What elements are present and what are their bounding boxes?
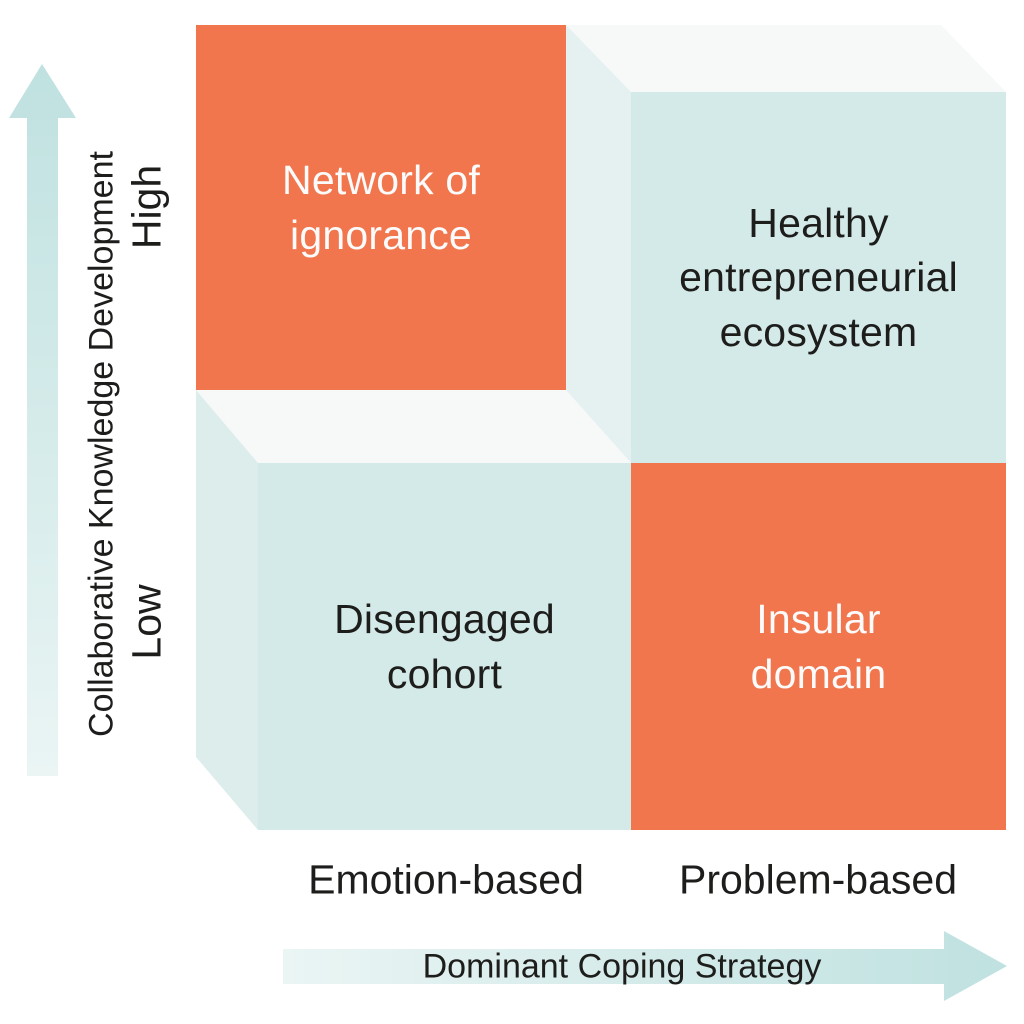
y-axis-tick-high: High: [123, 164, 170, 250]
label-line: Insular: [756, 595, 881, 642]
quadrant-bottom-left-label: Disengaged cohort: [258, 463, 631, 830]
label-line: entrepreneurial: [679, 254, 958, 301]
step-wall-left-icon: [196, 390, 258, 830]
quadrant-top-left-label: Network of ignorance: [196, 25, 566, 390]
x-axis-title: Dominant Coping Strategy: [422, 947, 822, 986]
y-axis-tick-low: Low: [123, 584, 170, 660]
x-axis-tick-emotion-based: Emotion-based: [308, 856, 584, 903]
label-line: ignorance: [290, 211, 472, 258]
step-wall-right-icon: [566, 25, 631, 463]
step-floor-face: [196, 390, 631, 463]
label-line: cohort: [386, 650, 503, 697]
x-axis-tick-problem-based: Problem-based: [678, 856, 958, 903]
quadrant-top-left-face: [196, 25, 566, 390]
label-line: Healthy: [748, 199, 889, 246]
quadrant-bottom-right-face: [631, 463, 1006, 830]
x-axis-arrow-icon: [283, 931, 1007, 1001]
label-line: Network of: [282, 156, 480, 203]
label-line: Disengaged: [334, 595, 555, 642]
label-line: domain: [750, 650, 887, 697]
y-axis-title: Collaborative Knowledge Development: [82, 151, 121, 737]
y-axis-arrow-icon: [9, 64, 76, 776]
quadrant-bottom-right-label: Insular domain: [631, 463, 1006, 830]
quadrant-top-right-face: [631, 92, 1006, 463]
step-top-face: [566, 25, 1006, 92]
quadrant-top-right-label: Healthy entrepreneurial ecosystem: [631, 92, 1006, 463]
quadrant-bottom-left-face: [258, 463, 631, 830]
label-line: ecosystem: [719, 308, 918, 355]
